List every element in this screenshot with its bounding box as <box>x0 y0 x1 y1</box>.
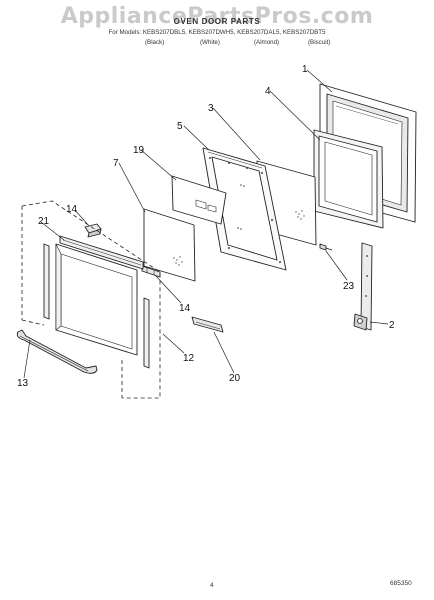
part-side-trim-right <box>143 297 150 369</box>
part-insulation-baffle <box>171 175 227 225</box>
callout-part-3: 3 <box>208 103 214 114</box>
part-door-assembly-outline <box>21 200 161 399</box>
callout-part-12: 12 <box>183 353 195 364</box>
variant-white: (White) <box>200 39 220 46</box>
callout-part-5: 5 <box>177 121 183 132</box>
callout-part-21: 21 <box>38 216 50 227</box>
page-number: 4 <box>210 582 214 589</box>
part-top-trim-strip <box>59 235 144 270</box>
watermark: AppliancePartsPros.com <box>60 4 374 29</box>
part-door-frame <box>313 129 384 229</box>
part-door-hinge <box>353 242 373 331</box>
callout-part-13: 13 <box>17 378 29 389</box>
variant-almond: (Almond) <box>254 39 280 46</box>
diagram-code: 685350 <box>390 580 412 587</box>
leader-lines <box>23 69 389 379</box>
model-list: For Models: KEBS207DBL5, KEBS207DWH5, KE… <box>108 29 326 36</box>
part-glass-pack-frame <box>202 147 287 271</box>
variant-biscuit: (Biscuit) <box>308 39 331 46</box>
part-screw <box>319 243 333 251</box>
diagram-title: OVEN DOOR PARTS <box>173 17 261 26</box>
callout-part-1: 1 <box>302 64 308 75</box>
callout-part-14-lower: 14 <box>179 303 191 314</box>
part-middle-glass <box>143 208 196 282</box>
callout-labels: 1 4 3 5 19 7 14 21 23 2 14 12 20 13 <box>17 64 395 389</box>
callout-part-14-upper: 14 <box>66 204 78 215</box>
callout-part-7: 7 <box>113 158 119 169</box>
part-side-trim-left <box>43 243 50 320</box>
callout-part-23: 23 <box>343 281 355 292</box>
callout-part-4: 4 <box>265 86 271 97</box>
color-variants: (Black) (White) (Almond) (Biscuit) <box>0 39 434 49</box>
callout-part-2: 2 <box>389 320 395 331</box>
part-bottom-vent-trim <box>191 316 224 333</box>
callout-part-20: 20 <box>229 373 241 384</box>
variant-black: (Black) <box>145 39 165 46</box>
part-outer-door-glass <box>55 243 138 356</box>
callout-part-19: 19 <box>133 145 145 156</box>
part-door-handle <box>16 329 98 374</box>
part-hinge-clip-upper <box>84 223 102 238</box>
